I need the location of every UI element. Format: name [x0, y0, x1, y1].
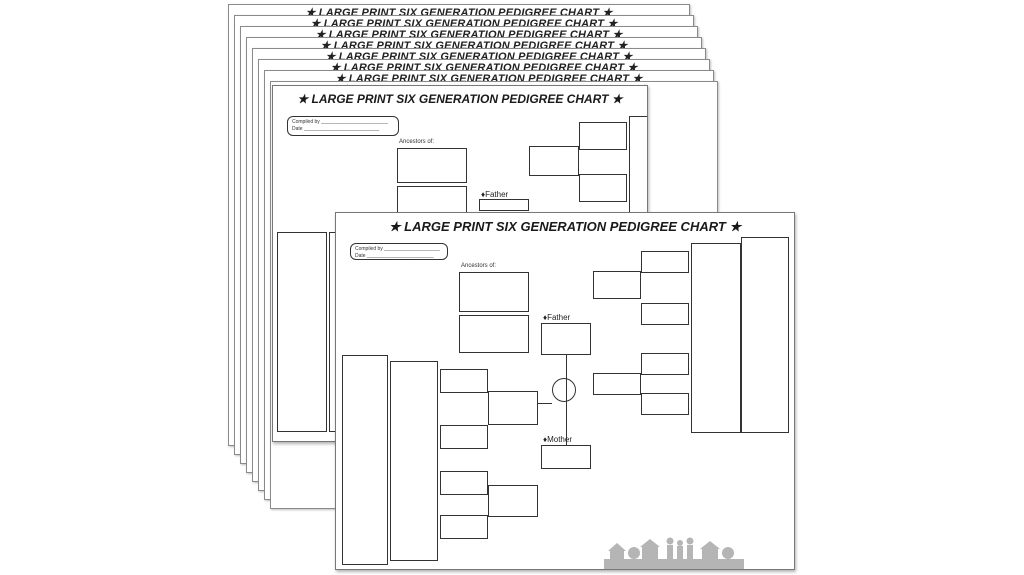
- front-mother-gen3-box-2: [488, 485, 538, 517]
- front-gen4-box-2: [641, 303, 689, 325]
- back-gen5-column: [629, 116, 647, 226]
- back-gen4-box-1: [579, 122, 627, 150]
- front-gen3-box-1: [593, 271, 641, 299]
- front-compiled-by-label: Compiled by ____________________: [355, 246, 440, 252]
- star-icon: ★: [611, 92, 623, 106]
- family-skyline-decoration: [604, 537, 744, 569]
- front-mother-label: ♦Mother: [543, 435, 572, 444]
- front-mother-gen3-box: [488, 391, 538, 425]
- front-gen4-box-4: [641, 393, 689, 415]
- back-sheet-title-text: LARGE PRINT SIX GENERATION PEDIGREE CHAR…: [311, 92, 609, 106]
- female-icon: ♦: [543, 435, 548, 444]
- back-father-box: [479, 199, 529, 211]
- front-father-box: [541, 323, 591, 355]
- front-mother-gen4-box-2: [440, 425, 488, 449]
- star-icon: ★: [388, 219, 401, 234]
- back-gen4-box-2: [579, 174, 627, 202]
- back-gen3-box-1: [529, 146, 579, 176]
- front-compiled-box: Compiled by ____________________ Date __…: [350, 243, 448, 260]
- connector-line: [538, 403, 552, 404]
- front-mother-box: [541, 445, 591, 469]
- male-icon: ♦: [481, 190, 486, 199]
- male-icon: ♦: [543, 313, 548, 322]
- back-ancestors-of-label: Ancestors of:: [399, 139, 435, 145]
- back-root-person-box: [397, 148, 467, 183]
- front-mother-gen6-column: [342, 355, 388, 565]
- front-spouse-box: [459, 315, 529, 353]
- back-date-label: Date ___________________________: [292, 126, 380, 132]
- back-sheet-title: ★ LARGE PRINT SIX GENERATION PEDIGREE CH…: [273, 92, 647, 106]
- front-mother-gen4-box-4: [440, 515, 488, 539]
- front-mother-gen4-box-3: [440, 471, 488, 495]
- back-left-column-a: [277, 232, 327, 432]
- star-icon: ★: [729, 219, 742, 234]
- family-icon: [552, 378, 576, 402]
- front-gen5-column: [691, 243, 741, 433]
- front-gen3-box-2: [593, 373, 641, 395]
- back-compiled-box: Compiled by ________________________ Dat…: [287, 116, 399, 136]
- front-ancestors-of-label: Ancestors of:: [461, 263, 497, 269]
- front-pedigree-sheet: ★ LARGE PRINT SIX GENERATION PEDIGREE CH…: [335, 212, 795, 570]
- front-sheet-title: ★ LARGE PRINT SIX GENERATION PEDIGREE CH…: [336, 219, 794, 235]
- back-compiled-by-label: Compiled by ________________________: [292, 119, 388, 125]
- back-father-label: ♦Father: [481, 190, 509, 199]
- front-root-person-box: [459, 272, 529, 312]
- front-gen4-box-1: [641, 251, 689, 273]
- front-sheet-title-text: LARGE PRINT SIX GENERATION PEDIGREE CHAR…: [404, 219, 726, 234]
- front-gen6-column: [741, 237, 789, 433]
- front-father-label: ♦Father: [543, 313, 571, 322]
- star-icon: ★: [297, 92, 309, 106]
- front-gen4-box-3: [641, 353, 689, 375]
- front-mother-gen4-box-1: [440, 369, 488, 393]
- front-mother-gen5-column: [390, 361, 438, 561]
- connector-line: [566, 355, 567, 445]
- front-date-label: Date ________________________: [355, 253, 434, 259]
